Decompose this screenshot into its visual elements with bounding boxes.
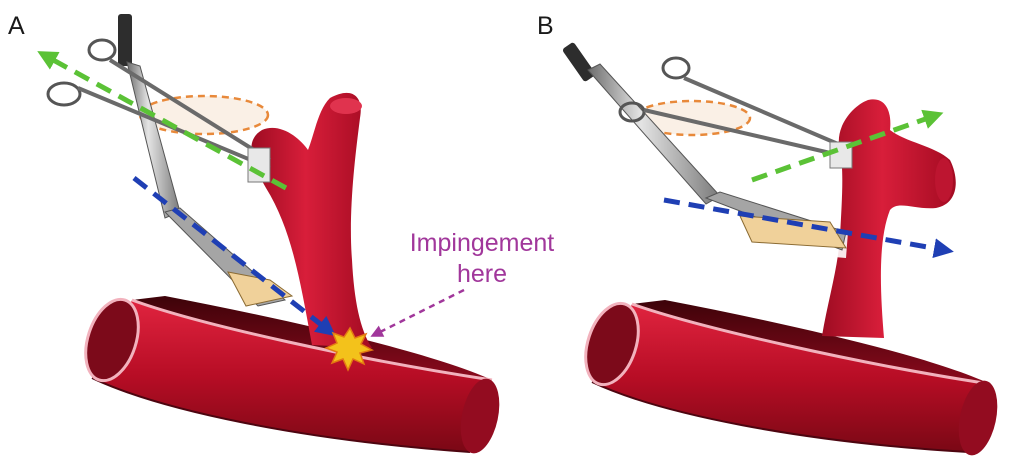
impingement-label-line1: Impingement bbox=[410, 229, 555, 257]
impingement-arrow bbox=[376, 290, 464, 334]
panel-a-branch-vessel bbox=[251, 93, 372, 348]
panel-b-branch-vessel bbox=[820, 99, 956, 338]
panel-a-main-vessel bbox=[76, 293, 505, 457]
panel-b-label: B bbox=[537, 12, 554, 40]
panel-a-transection-plane bbox=[140, 96, 268, 134]
panel-b: B bbox=[537, 12, 1004, 459]
panel-b-main-vessel bbox=[576, 297, 1003, 459]
panel-a-label: A bbox=[8, 12, 25, 40]
panel-a: A bbox=[8, 12, 554, 457]
impingement-label-line2: here bbox=[457, 260, 507, 288]
